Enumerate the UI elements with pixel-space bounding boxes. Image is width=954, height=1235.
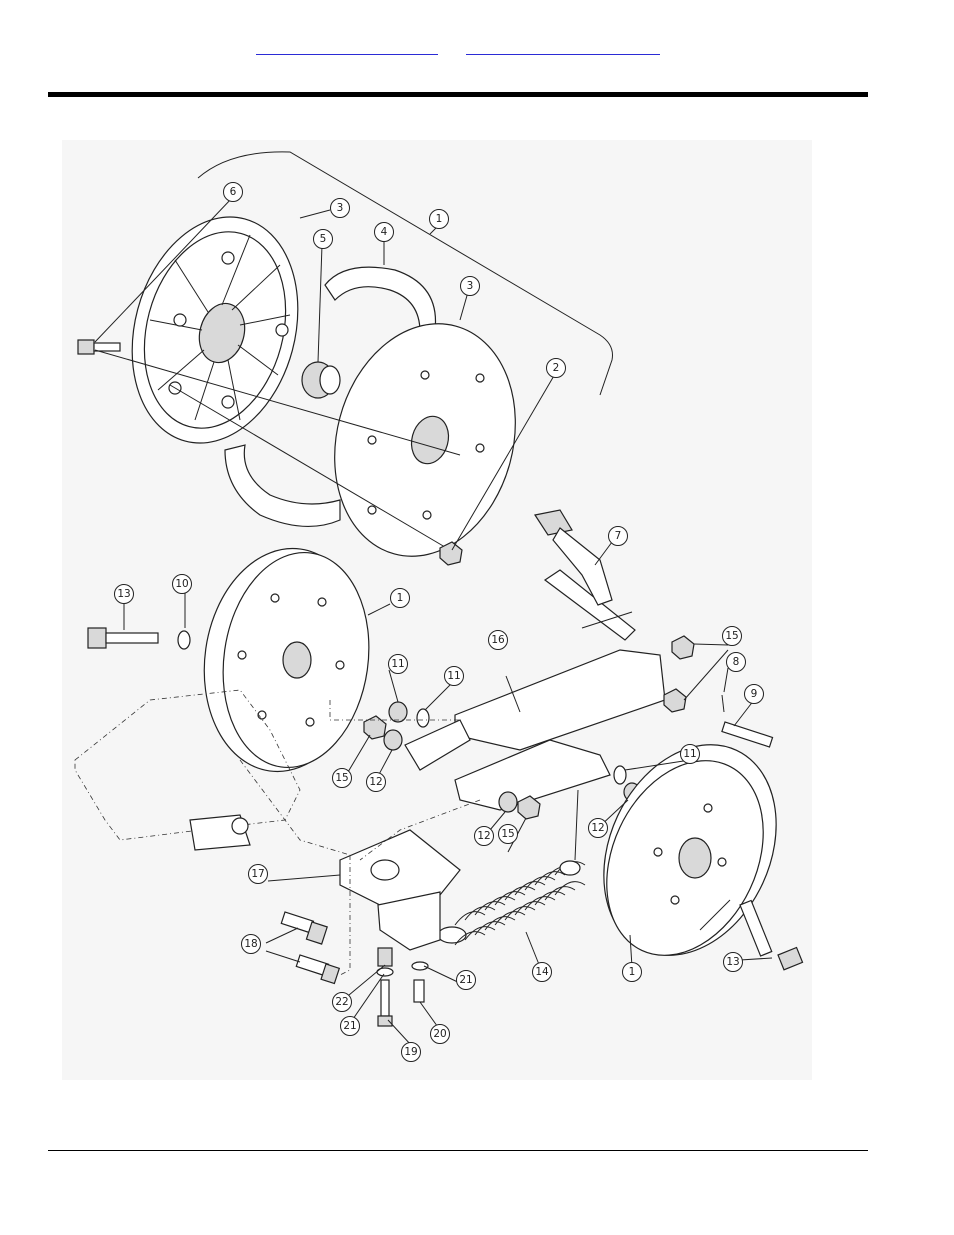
gauge-wheel-left xyxy=(203,547,370,773)
callout-11: 11 xyxy=(444,666,464,686)
bolt-item-13-left xyxy=(87,627,159,649)
callout-1: 1 xyxy=(390,588,410,608)
lock-washer-item-21-b xyxy=(411,961,429,971)
callout-12: 12 xyxy=(588,818,608,838)
washer-item-11-mid xyxy=(416,708,430,728)
nav-link-2[interactable] xyxy=(466,40,660,55)
callout-22: 22 xyxy=(332,992,352,1012)
callout-7: 7 xyxy=(608,526,628,546)
callout-21: 21 xyxy=(340,1016,360,1036)
bolt-item-18-b xyxy=(295,954,341,985)
clip-item-9 xyxy=(721,694,725,713)
spacer-item-22 xyxy=(377,947,393,967)
callout-15: 15 xyxy=(722,626,742,646)
gauge-wheel-right xyxy=(603,744,777,956)
callout-17: 17 xyxy=(248,864,268,884)
callout-6: 6 xyxy=(223,182,243,202)
callout-10: 10 xyxy=(172,574,192,594)
callout-9: 9 xyxy=(744,684,764,704)
callout-3: 3 xyxy=(330,198,350,218)
callout-13: 13 xyxy=(114,584,134,604)
callout-19: 19 xyxy=(401,1042,421,1062)
bearing-item-5 xyxy=(301,361,341,399)
bolt-item-6 xyxy=(77,339,121,355)
callout-5: 5 xyxy=(313,229,333,249)
washer-item-11-left xyxy=(177,630,191,650)
callout-15: 15 xyxy=(498,824,518,844)
callout-3: 3 xyxy=(460,276,480,296)
callout-21: 21 xyxy=(456,970,476,990)
nut-item-15-c xyxy=(363,715,387,740)
handle-item-7 xyxy=(534,509,613,606)
footer-rule xyxy=(48,1150,868,1151)
callout-11: 11 xyxy=(388,654,408,674)
callout-12: 12 xyxy=(474,826,494,846)
tire-half-lower xyxy=(224,444,341,527)
gauge-wheel-back xyxy=(131,216,299,444)
callout-2: 2 xyxy=(546,358,566,378)
callout-1: 1 xyxy=(622,962,642,982)
nut-item-15-d xyxy=(517,795,541,820)
callout-16: 16 xyxy=(488,630,508,650)
mount-bracket-item-17 xyxy=(339,829,461,951)
callout-15: 15 xyxy=(332,768,352,788)
header-rule xyxy=(48,92,868,97)
callout-18: 18 xyxy=(241,934,261,954)
callout-4: 4 xyxy=(374,222,394,242)
set-screw-item-20 xyxy=(413,979,425,1003)
nut-item-2 xyxy=(439,541,463,566)
gauge-wheel-front xyxy=(334,323,516,557)
callout-12: 12 xyxy=(366,772,386,792)
bolt-item-13-right xyxy=(739,899,804,971)
nut-item-15-a xyxy=(671,635,695,660)
callout-1: 1 xyxy=(429,209,449,229)
callout-11: 11 xyxy=(680,744,700,764)
callout-20: 20 xyxy=(430,1024,450,1044)
pin-item-10 xyxy=(721,721,774,748)
callout-13: 13 xyxy=(723,952,743,972)
callout-8: 8 xyxy=(726,652,746,672)
callout-14: 14 xyxy=(532,962,552,982)
spacer-item-12-b xyxy=(383,729,403,751)
bolt-item-18-a xyxy=(280,911,328,945)
nav-link-1[interactable] xyxy=(256,40,438,55)
bolt-item-19 xyxy=(377,979,393,1027)
spacer-item-12-c xyxy=(498,791,518,813)
washer-item-11-right xyxy=(613,765,627,785)
assembly-group-outline xyxy=(197,151,613,396)
nut-item-15-b xyxy=(663,688,687,713)
